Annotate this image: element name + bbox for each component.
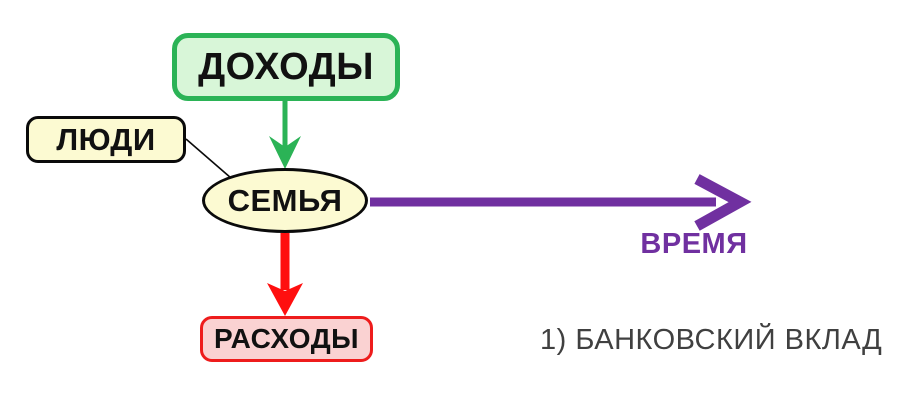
expenses-node: РАСХОДЫ: [200, 316, 373, 362]
people-node-label: ЛЮДИ: [56, 121, 156, 157]
income-node: ДОХОДЫ: [172, 33, 400, 101]
family-to-expenses-arrow: [267, 233, 303, 316]
time-axis-label: ВРЕМЯ: [640, 228, 748, 260]
people-family-connector-line: [185, 138, 232, 179]
family-node-label: СЕМЬЯ: [227, 182, 343, 218]
family-node: СЕМЬЯ: [202, 168, 368, 233]
bank-deposit-note: 1) БАНКОВСКИЙ ВКЛАД: [540, 324, 883, 356]
expenses-node-label: РАСХОДЫ: [213, 323, 360, 354]
income-to-family-arrow: [269, 101, 301, 169]
time-axis-arrow: [370, 174, 752, 231]
income-node-label: ДОХОДЫ: [198, 45, 374, 88]
people-node: ЛЮДИ: [26, 116, 186, 163]
